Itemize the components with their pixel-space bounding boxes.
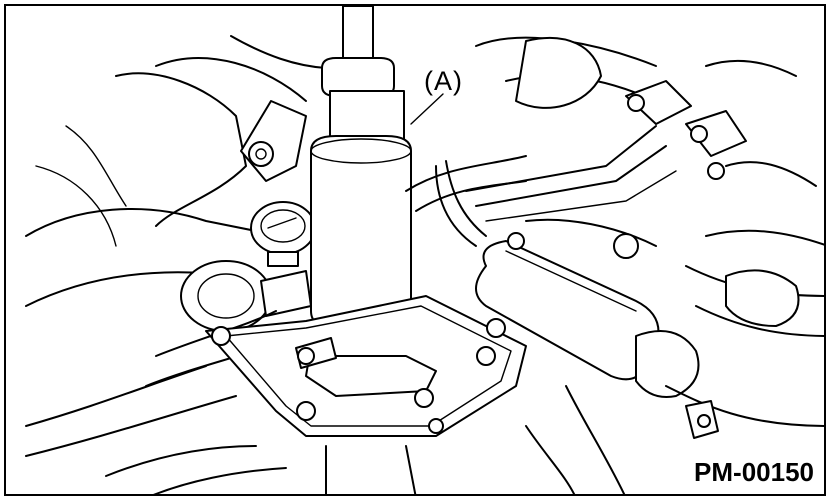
- fuel-pump-assembly: [310, 6, 432, 345]
- right-cylinder: [475, 232, 700, 398]
- callout-label-a: (A): [424, 66, 463, 96]
- ignition-connectors: [625, 59, 817, 187]
- engine-background-left: [25, 35, 327, 307]
- outlet-fitting: [295, 337, 337, 369]
- callout-leader-line: [410, 93, 444, 125]
- figure-frame: (A) PM-00150: [4, 4, 826, 496]
- left-hose-coupler: [25, 260, 312, 457]
- figure-id: PM-00150: [694, 457, 814, 487]
- pressure-gauge: [250, 201, 316, 267]
- right-lower-pipes: [525, 229, 824, 494]
- bottom-left-pipes: [105, 445, 417, 494]
- engine-background-right: [405, 36, 677, 247]
- engine-bay-illustration: [25, 6, 824, 494]
- mounting-bracket: [240, 100, 307, 182]
